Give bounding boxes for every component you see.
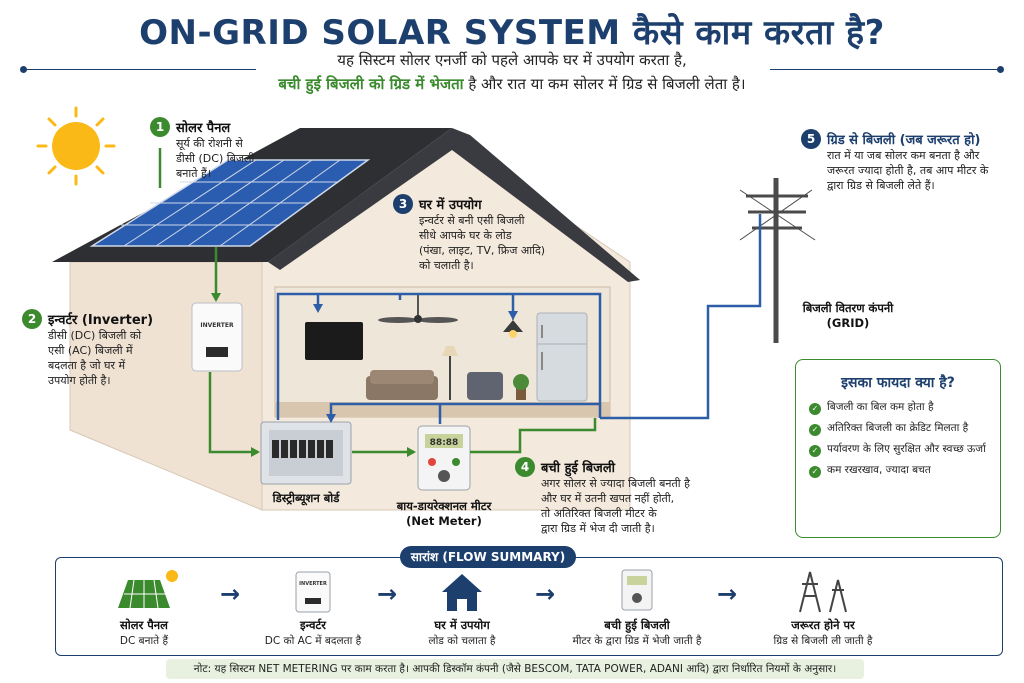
flow-arrow-icon: → — [535, 580, 556, 608]
meter-display-readout: 88:88 — [430, 438, 459, 448]
summary-step-5-text: ग्रिड से बिजली ली जाती है — [773, 635, 873, 647]
grid-label: बिजली वितरण कंपनी(GRID) — [802, 301, 894, 330]
distribution-board — [260, 421, 352, 485]
summary-step-2-title: इन्वर्टर — [300, 618, 326, 632]
check-icon: ✓ — [809, 445, 821, 457]
step-2-text: डीसी (DC) बिजली कोएसी (AC) बिजली मेंबदलत… — [48, 329, 142, 387]
summary-inverter-icon: INVERTER — [295, 571, 331, 613]
floor-lamp-icon — [442, 346, 458, 400]
summary-step-2-text: DC को AC में बदलता है — [264, 635, 362, 647]
summary-tower-icon — [799, 571, 847, 613]
summary-step-3-text: लोड को चलाता है — [428, 635, 496, 647]
sofa-icon — [366, 370, 438, 400]
step-2-title: इन्वर्टर (Inverter) — [48, 313, 154, 328]
step-4-text: अगर सोलर से ज्यादा बिजली बनती हैऔर घर मे… — [541, 477, 690, 535]
step-1-badge: 1 — [150, 117, 170, 137]
divider-left — [26, 69, 256, 70]
benefit-item: ✓कम रखरखाव, ज्यादा बचत — [809, 463, 931, 478]
step-3-text: इन्वर्टर से बनी एसी बिजलीसीधे आपके घर के… — [419, 214, 546, 272]
divider-right — [770, 69, 998, 70]
summary-solar-icon — [118, 570, 178, 609]
subtitle-highlight: बची हुई बिजली को ग्रिड में भेजता — [278, 75, 464, 93]
plant-icon — [513, 374, 529, 400]
tv-icon — [305, 322, 363, 360]
benefit-item: ✓अतिरिक्त बिजली का क्रेडिट मिलता है — [809, 421, 968, 436]
ceiling-fan-icon — [378, 295, 458, 323]
arrow-to-tv — [313, 304, 323, 313]
step-5-title: ग्रिड से बिजली (जब जरूरत हो) — [827, 133, 981, 148]
summary-meter-icon — [621, 569, 653, 611]
armchair-icon — [467, 372, 503, 400]
flow-arrow-icon: → — [220, 580, 241, 608]
net-meter: 88:88 — [417, 425, 471, 491]
inverter-device-label: INVERTER — [200, 322, 234, 329]
summary-inverter-label: INVERTER — [299, 581, 327, 587]
step-2-badge: 2 — [22, 309, 42, 329]
step-1-text: सूर्य की रोशनी सेडीसी (DC) बिजलीबनाते है… — [176, 137, 255, 180]
distribution-board-label: डिस्ट्रीब्यूशन बोर्ड — [272, 491, 340, 505]
summary-step-1-title: सोलर पैनल — [120, 618, 168, 632]
inverter-device: INVERTER — [191, 302, 243, 372]
step-1-title: सोलर पैनल — [176, 121, 231, 136]
check-icon: ✓ — [809, 403, 821, 415]
divider-dot-right — [997, 66, 1004, 73]
dc-wiring — [158, 148, 597, 454]
sun-icon — [36, 106, 116, 186]
footer-note: नोट: यह सिस्टम NET METERING पर काम करता … — [166, 659, 864, 679]
divider-dot-left — [20, 66, 27, 73]
benefit-item: ✓पर्यावरण के लिए सुरक्षित और स्वच्छ ऊर्ज… — [809, 442, 986, 457]
interior-floor — [275, 402, 610, 417]
summary-step-5-title: जरूरत होने पर — [791, 618, 855, 632]
summary-step-4-title: बची हुई बिजली — [604, 618, 670, 632]
arrow-to-board — [251, 447, 260, 457]
subtitle-rest: है और रात या कम सोलर में ग्रिड से बिजली … — [468, 75, 746, 93]
step-4-title: बची हुई बिजली — [541, 461, 615, 476]
benefits-title: इसका फायदा क्या है? — [841, 375, 955, 391]
flow-arrow-icon: → — [717, 580, 738, 608]
check-icon: ✓ — [809, 466, 821, 478]
subtitle-line-2: बची हुई बिजली को ग्रिड में भेजता है और र… — [0, 74, 1024, 94]
arrow-to-inverter — [211, 293, 221, 302]
arrow-to-meter — [407, 447, 416, 457]
step-3-badge: 3 — [393, 194, 413, 214]
subtitle-line-1: यह सिस्टम सोलर एनर्जी को पहले आपके घर मे… — [337, 51, 687, 69]
step-4-badge: 4 — [515, 457, 535, 477]
summary-house-icon — [442, 574, 482, 611]
fridge-icon — [536, 312, 588, 402]
summary-step-1-text: DC बनाते हैं — [119, 635, 169, 647]
summary-step-4-text: मीटर के द्वारा ग्रिड में भेजी जाती है — [572, 635, 702, 647]
page-title: ON-GRID SOLAR SYSTEM कैसे काम करता है? — [0, 8, 1024, 54]
arrow-to-lamp — [508, 311, 518, 320]
benefits-panel: इसका फायदा क्या है? ✓बिजली का बिल कम होत… — [795, 359, 1001, 538]
solar-panel-array — [89, 159, 371, 247]
flow-summary-tag: सारांश (FLOW SUMMARY) — [400, 546, 576, 568]
net-meter-label: बाय-डायरेक्शनल मीटर(Net Meter) — [396, 499, 492, 528]
step-3-title: घर में उपयोग — [419, 198, 482, 213]
step-5-badge: 5 — [801, 129, 821, 149]
flow-arrow-icon: → — [377, 580, 398, 608]
summary-step-3-title: घर में उपयोग — [434, 618, 490, 632]
arrow-to-board-blue — [326, 414, 336, 423]
check-icon: ✓ — [809, 424, 821, 436]
benefit-item: ✓बिजली का बिल कम होता है — [809, 400, 934, 415]
title-hindi: कैसे काम करता है? — [633, 13, 885, 53]
title-english: ON-GRID SOLAR SYSTEM — [139, 13, 621, 53]
